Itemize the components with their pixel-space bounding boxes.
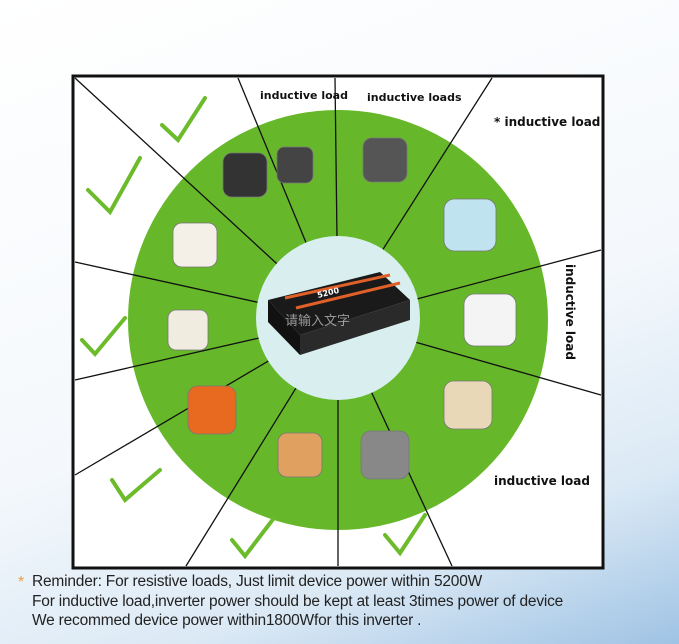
reminder-line-1: Reminder: For resistive loads, Just limi…: [32, 573, 483, 590]
watermark: 请输入文字: [285, 313, 351, 328]
label-inductive-loads-compressor: inductive loads: [367, 91, 462, 104]
label-inductive-load-fridge: inductive load: [494, 474, 590, 488]
drill-icon: [276, 146, 314, 184]
rice-cooker-icon: [172, 222, 218, 268]
label-inductive-load-microwave: inductive load: [563, 264, 577, 360]
check-icon: [230, 516, 276, 560]
label-inductive-load-washer: * inductive load: [494, 115, 601, 129]
label-inductive-load-drill: inductive load: [260, 89, 348, 102]
laptop-icon: [360, 430, 410, 480]
check-icon: [86, 156, 142, 216]
fan-icon: [222, 152, 268, 198]
iron-icon: [187, 385, 237, 435]
check-icon: [383, 513, 427, 557]
check-icon: [160, 96, 207, 144]
check-icon: [80, 316, 127, 358]
reminder-line-3: We recommed device power within1800Wfor …: [32, 612, 422, 629]
hair-dryer-icon: [167, 309, 209, 351]
microwave-icon: [463, 293, 517, 347]
checkmarks: [80, 96, 427, 560]
air-compressor-icon: [362, 137, 408, 183]
washing-machine-icon: [443, 198, 497, 252]
asterisk: *: [18, 574, 25, 591]
heater-icon: [277, 432, 323, 478]
inverter-icon: 5200: [268, 272, 410, 355]
refrigerator-icon: [443, 380, 493, 430]
check-icon: [110, 468, 162, 504]
reminder-line-2: For inductive load,inverter power should…: [32, 593, 564, 610]
